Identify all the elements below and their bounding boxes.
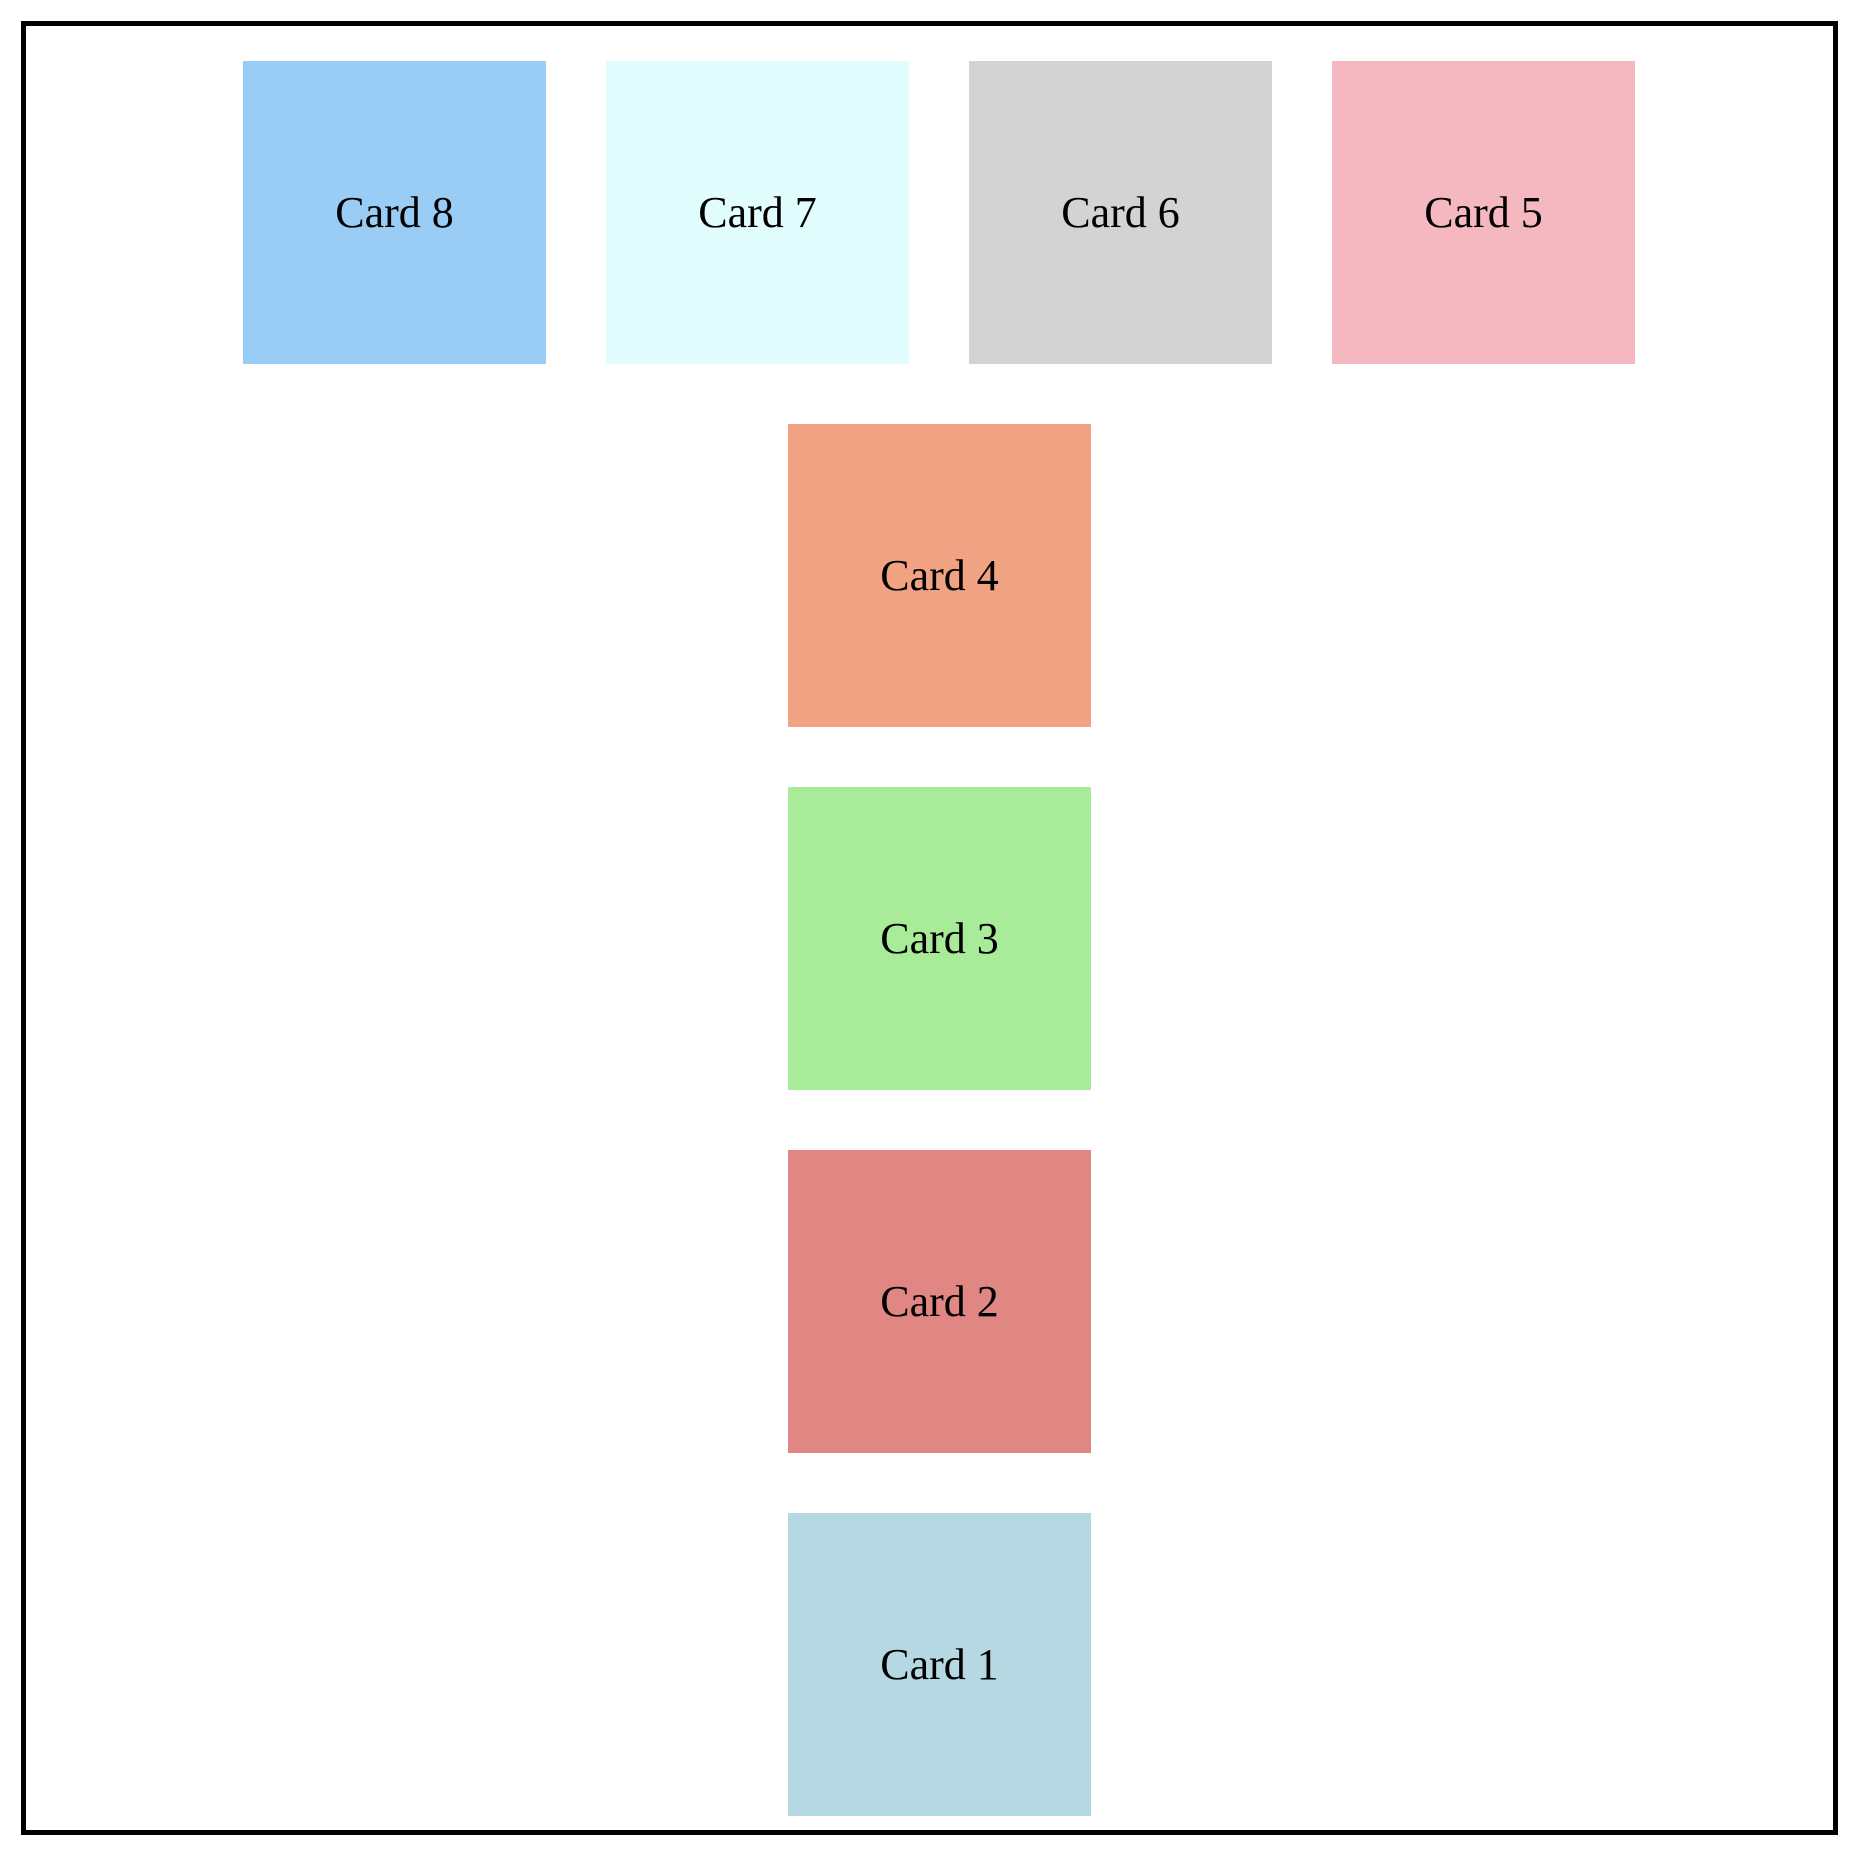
card-1[interactable]: Card 1: [788, 1513, 1091, 1816]
card-4-label: Card 4: [880, 550, 999, 600]
card-board: Card 8 Card 7 Card 6 Card 5 Card 4 Card …: [21, 21, 1838, 1835]
card-3[interactable]: Card 3: [788, 787, 1091, 1090]
card-7-label: Card 7: [698, 187, 817, 237]
card-6[interactable]: Card 6: [969, 61, 1272, 364]
card-2-label: Card 2: [880, 1276, 999, 1326]
card-7[interactable]: Card 7: [606, 61, 909, 364]
card-2[interactable]: Card 2: [788, 1150, 1091, 1453]
card-3-label: Card 3: [880, 913, 999, 963]
card-8-label: Card 8: [335, 187, 454, 237]
card-4[interactable]: Card 4: [788, 424, 1091, 727]
card-1-label: Card 1: [880, 1639, 999, 1689]
card-8[interactable]: Card 8: [243, 61, 546, 364]
card-5-label: Card 5: [1424, 187, 1543, 237]
card-6-label: Card 6: [1061, 187, 1180, 237]
card-5[interactable]: Card 5: [1332, 61, 1635, 364]
